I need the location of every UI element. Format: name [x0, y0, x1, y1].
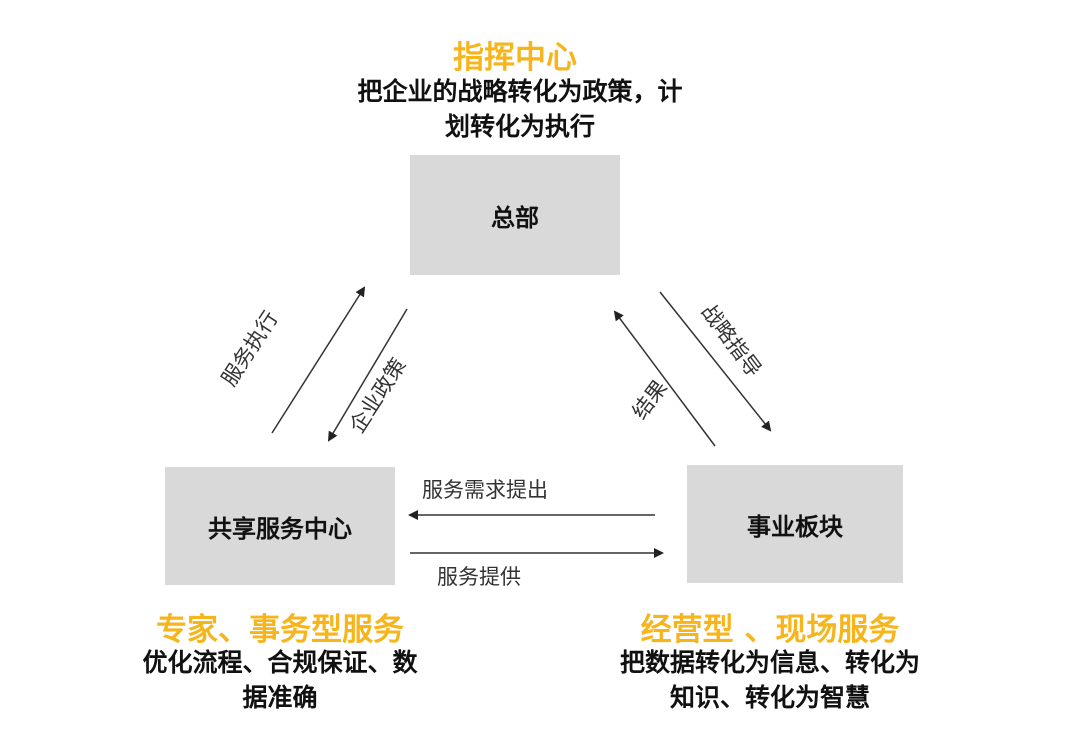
arrow-enterprise-policy: [327, 308, 408, 442]
arrow-strategic-guidance: [659, 291, 772, 432]
hq-desc-line1: 把企业的战略转化为政策，计: [357, 77, 683, 106]
arrow-results: [613, 310, 716, 447]
shared-desc-line2: 据准确: [242, 683, 318, 712]
shared-desc-line1: 优化流程、合规保证、数: [142, 648, 418, 677]
business-title: 经营型 、现场服务: [640, 612, 900, 648]
arrow-service-execution: [271, 286, 366, 434]
shared-service-center-box: 共享服务中心: [165, 467, 395, 585]
business-desc-line2: 知识、转化为智慧: [669, 683, 870, 712]
hq-desc-line2: 划转化为执行: [444, 112, 595, 141]
hq-box: 总部: [410, 155, 620, 275]
label-service-provision: 服务提供: [437, 565, 521, 589]
label-service-request: 服务需求提出: [422, 478, 548, 502]
hq-description: 把企业的战略转化为政策，计 划转化为执行: [260, 74, 780, 144]
business-desc-line1: 把数据转化为信息、转化为: [619, 648, 920, 677]
shared-description: 优化流程、合规保证、数 据准确: [70, 645, 490, 715]
hq-title: 指挥中心: [453, 40, 577, 76]
business-unit-box: 事业板块: [687, 465, 903, 583]
business-description: 把数据转化为信息、转化为 知识、转化为智慧: [555, 645, 985, 715]
shared-title: 专家、事务型服务: [156, 612, 404, 648]
